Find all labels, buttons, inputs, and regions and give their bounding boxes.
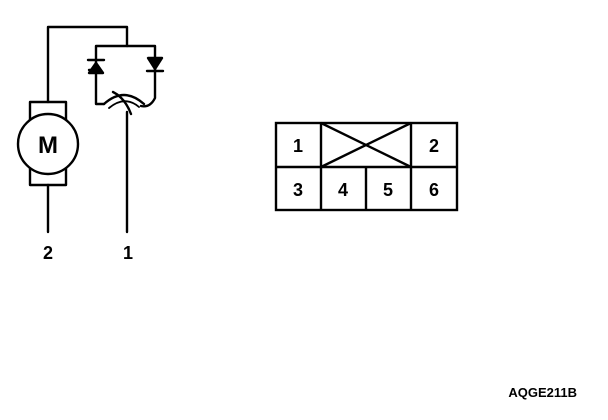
connector-pin-4: 4 bbox=[338, 180, 348, 200]
motor-circle bbox=[16, 112, 80, 176]
figure-code: AQGE211B bbox=[508, 385, 577, 400]
diode-left bbox=[86, 58, 106, 75]
terminal-label-2: 2 bbox=[43, 243, 53, 263]
top-wire bbox=[46, 25, 129, 104]
motor-circuit bbox=[16, 25, 165, 234]
connector-pin-3: 3 bbox=[293, 180, 303, 200]
blank-cavity-cross-b bbox=[320, 121, 412, 169]
diode-right bbox=[145, 56, 165, 73]
motor-label: M bbox=[38, 132, 58, 159]
terminal-label-1: 1 bbox=[123, 243, 133, 263]
connector-pin-6: 6 bbox=[429, 180, 439, 200]
connector-pin-2: 2 bbox=[429, 136, 439, 156]
thermal-switch-arc bbox=[102, 93, 146, 106]
connector-face bbox=[274, 121, 459, 212]
connector-pin-5: 5 bbox=[383, 180, 393, 200]
switch-contact bbox=[111, 90, 133, 116]
connector-pin-1: 1 bbox=[293, 136, 303, 156]
diode-enclosure bbox=[94, 44, 157, 108]
